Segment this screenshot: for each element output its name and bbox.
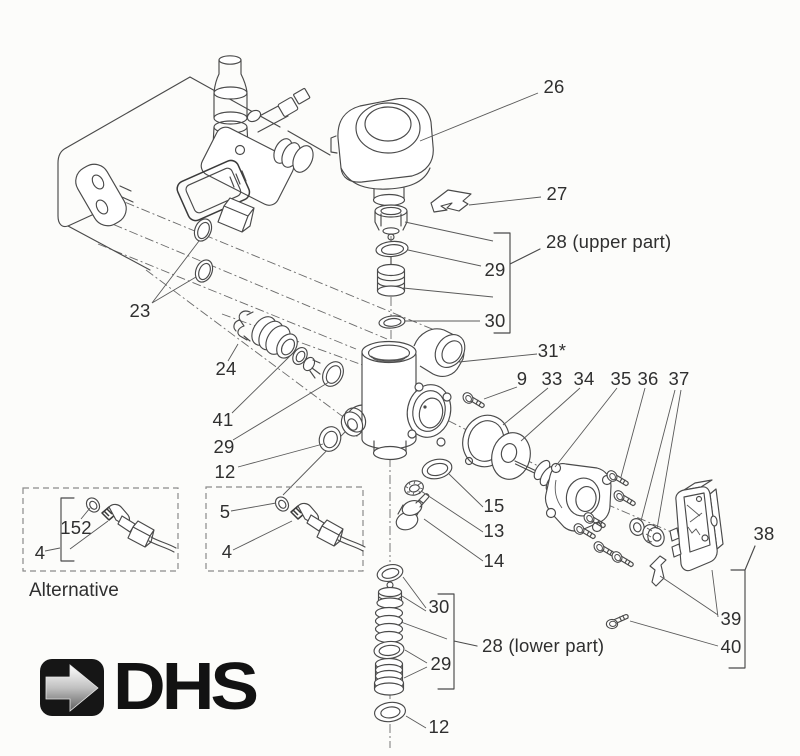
sensor-box-right (205, 486, 364, 572)
screw-9 (460, 390, 485, 409)
part-label-13: 13 (483, 520, 505, 541)
part-label-28-lower: 28 (lower part) (482, 635, 605, 656)
o-rings-23 (193, 218, 214, 283)
part-label-12-left: 12 (214, 461, 236, 482)
leader-lines (44, 92, 719, 729)
part-label-28-upper: 28 (upper part) (546, 231, 672, 252)
part-label-29-lower: 29 (430, 653, 452, 674)
ntc-sensor-right (272, 493, 366, 552)
part-label-152: 152 (60, 517, 92, 538)
part-label-23: 23 (129, 300, 151, 321)
bracket-38 (728, 545, 756, 669)
installed-assembly-drawing (57, 55, 331, 271)
valve-body-31 (340, 328, 466, 461)
part-label-24: 24 (215, 358, 237, 379)
part-label-39: 39 (720, 608, 742, 629)
seal-15-nut-13-screw-14 (395, 458, 453, 531)
part-label-29-left: 29 (213, 436, 235, 457)
part-label-5: 5 (219, 501, 231, 522)
part-label-30-lower: 30 (428, 596, 450, 617)
part-label-35: 35 (610, 368, 632, 389)
dhs-logo-mark (40, 659, 104, 716)
alternative-box-left (22, 487, 179, 572)
dhs-logo-text: DHS (113, 649, 259, 724)
part-label-4-right: 4 (221, 541, 233, 562)
part-label-33: 33 (541, 368, 563, 389)
cartridge-head-group (374, 204, 409, 329)
part-label-41: 41 (212, 409, 234, 430)
part-label-12-lower: 12 (428, 716, 450, 737)
lower-cartridge-group (373, 564, 406, 723)
bracket-28-lower (437, 593, 478, 690)
screw-40 (601, 605, 630, 636)
part-label-34: 34 (573, 368, 595, 389)
part-label-14: 14 (483, 550, 505, 571)
part-label-37: 37 (668, 368, 690, 389)
part-label-15: 15 (483, 495, 505, 516)
part-label-29-top: 29 (484, 259, 506, 280)
bypass-cartridge-group (233, 310, 344, 452)
retaining-clip-27 (430, 189, 472, 213)
part-label-27: 27 (546, 183, 568, 204)
pressure-cover-36 (544, 462, 613, 533)
part-label-31: 31* (537, 340, 567, 361)
part-label-40: 40 (720, 636, 742, 657)
washer-and-bushing-37 (629, 518, 665, 547)
part-label-4-left: 4 (34, 542, 46, 563)
ntc-sensor (85, 497, 177, 553)
alternative-caption: Alternative (29, 580, 119, 601)
dhs-logo: DHS (39, 649, 259, 724)
microswitch-38 (669, 479, 724, 572)
part-label-30-top: 30 (484, 310, 506, 331)
switch-clip-39 (649, 555, 667, 587)
part-label-38: 38 (753, 523, 775, 544)
bracket-28-upper (493, 232, 541, 334)
part-label-36: 36 (637, 368, 659, 389)
part-label-9: 9 (516, 368, 528, 389)
actuator-26 (330, 97, 434, 207)
part-label-26: 26 (543, 76, 565, 97)
